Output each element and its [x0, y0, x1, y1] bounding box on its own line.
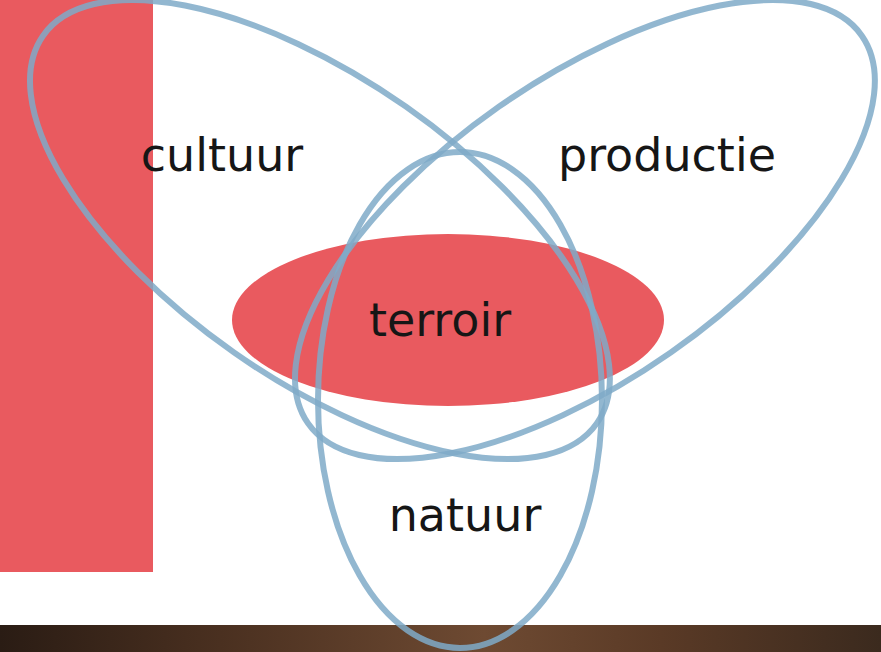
nature-ellipse: natuur: [313, 147, 607, 652]
production-ellipse: productie: [290, 0, 880, 465]
node-label: cultuur: [141, 130, 303, 181]
node-label: productie: [558, 130, 776, 181]
ellipse-shape: [318, 152, 602, 648]
ellipse-outline: [313, 147, 607, 652]
red-bar: [0, 0, 153, 572]
ellipse-outline: [290, 0, 880, 465]
node-label: natuur: [389, 490, 542, 541]
node-label: terroir: [369, 295, 511, 346]
